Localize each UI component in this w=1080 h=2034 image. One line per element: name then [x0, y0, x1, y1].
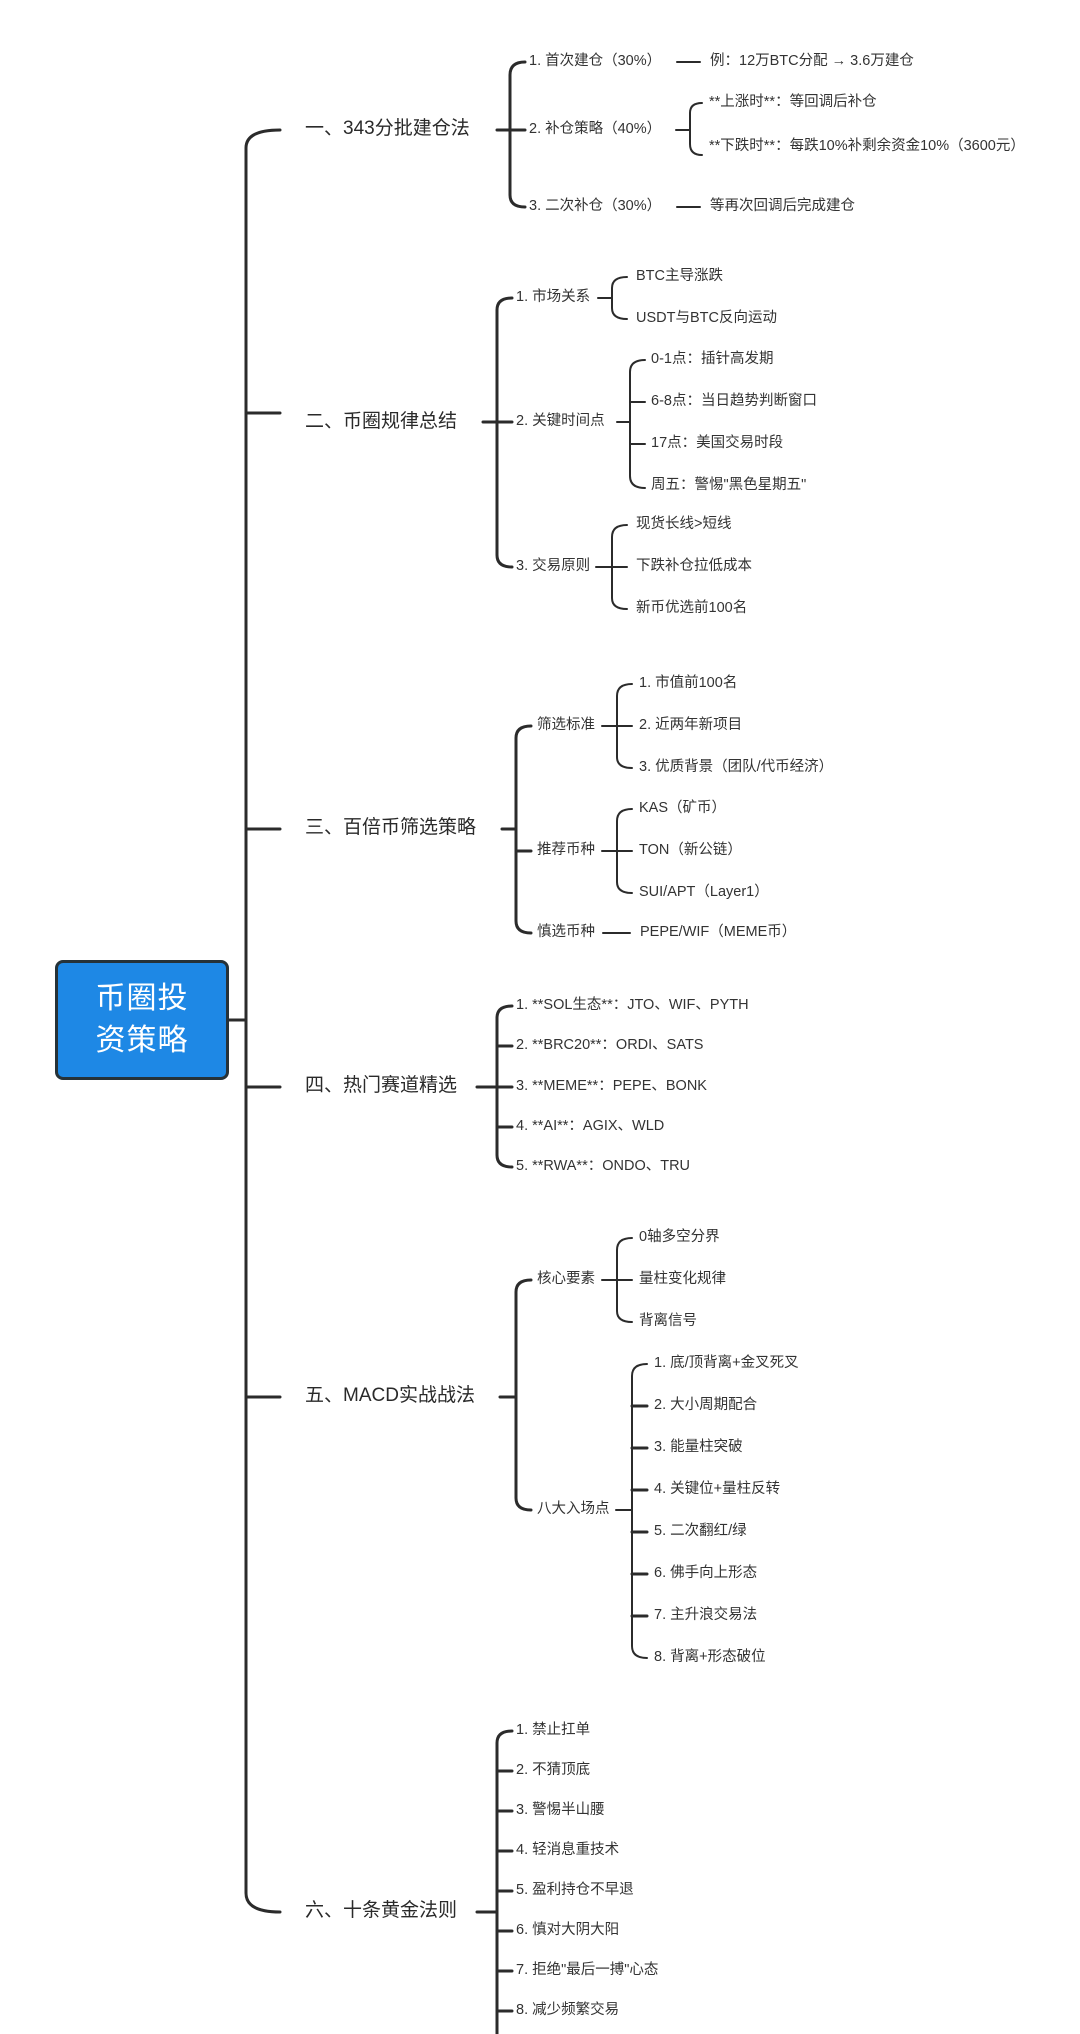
branch-3-child-3-leaf-1[interactable]: PEPE/WIF（MEME币）	[640, 924, 797, 940]
branch-5-child-2-leaf-4[interactable]: 4. 关键位+量柱反转	[654, 1481, 781, 1497]
branch-5-child-2-leaf-6[interactable]: 6. 佛手向上形态	[654, 1565, 758, 1581]
branch-6-child-7[interactable]: 7. 拒绝"最后一搏"心态	[516, 1962, 659, 1978]
branch-3-child-2-leaf-1[interactable]: KAS（矿币）	[639, 800, 727, 816]
branch-2-child-2-leaf-4[interactable]: 周五：警惕"黑色星期五"	[651, 477, 807, 493]
branch-5-child-2[interactable]: 八大入场点	[537, 1501, 610, 1517]
branch-6-child-3[interactable]: 3. 警惕半山腰	[516, 1802, 605, 1818]
branch-1-child-1-leaf-1[interactable]: 例：12万BTC分配 → 3.6万建仓	[710, 53, 914, 69]
branch-5-child-2-leaf-8[interactable]: 8. 背离+形态破位	[654, 1649, 766, 1665]
branch-5-child-1-leaf-1[interactable]: 0轴多空分界	[639, 1229, 720, 1245]
branch-5-child-1-leaf-3[interactable]: 背离信号	[639, 1313, 697, 1329]
branch-3-child-2-leaf-3[interactable]: SUI/APT（Layer1）	[639, 884, 769, 900]
branch-4-label[interactable]: 四、热门赛道精选	[305, 1075, 458, 1096]
branch-2-child-3-leaf-2[interactable]: 下跌补仓拉低成本	[636, 558, 752, 574]
branch-3-label[interactable]: 三、百倍币筛选策略	[305, 817, 477, 838]
branch-2-label[interactable]: 二、币圈规律总结	[305, 411, 458, 432]
branch-3-child-1-leaf-2[interactable]: 2. 近两年新项目	[639, 717, 743, 733]
branch-3-child-1[interactable]: 筛选标准	[537, 717, 595, 733]
branch-6-child-5[interactable]: 5. 盈利持仓不早退	[516, 1882, 634, 1898]
branch-5-child-1[interactable]: 核心要素	[537, 1271, 595, 1287]
branch-6-child-8[interactable]: 8. 减少频繁交易	[516, 2002, 620, 2018]
branch-6-label[interactable]: 六、十条黄金法则	[305, 1900, 458, 1921]
branch-4-child-2[interactable]: 2. **BRC20**：ORDI、SATS	[516, 1037, 704, 1053]
branch-6-child-4[interactable]: 4. 轻消息重技术	[516, 1842, 620, 1858]
branch-6-child-1[interactable]: 1. 禁止扛单	[516, 1722, 591, 1738]
branch-1-child-3-leaf-1[interactable]: 等再次回调后完成建仓	[710, 198, 855, 214]
branch-2-child-3-leaf-1[interactable]: 现货长线>短线	[636, 516, 732, 532]
branch-4-child-5[interactable]: 5. **RWA**：ONDO、TRU	[516, 1158, 691, 1174]
branch-5-child-2-leaf-5[interactable]: 5. 二次翻红/绿	[654, 1523, 747, 1539]
branch-2-child-1-leaf-2[interactable]: USDT与BTC反向运动	[636, 310, 777, 326]
branch-6-child-2[interactable]: 2. 不猜顶底	[516, 1762, 591, 1778]
branch-5-child-1-leaf-2[interactable]: 量柱变化规律	[639, 1271, 726, 1287]
branch-4-child-1[interactable]: 1. **SOL生态**：JTO、WIF、PYTH	[516, 997, 749, 1013]
branch-1-child-1[interactable]: 1. 首次建仓（30%）	[529, 53, 662, 69]
branch-3-child-3[interactable]: 慎选币种	[537, 924, 595, 940]
branch-3-child-2-leaf-2[interactable]: TON（新公链）	[639, 842, 742, 858]
branch-5-child-2-leaf-1[interactable]: 1. 底/顶背离+金叉死叉	[654, 1355, 799, 1371]
branch-1-label[interactable]: 一、343分批建仓法	[305, 118, 470, 139]
branch-5-label[interactable]: 五、MACD实战战法	[305, 1385, 475, 1406]
root-node[interactable]: 币圈投资策略	[55, 960, 229, 1080]
branch-5-child-2-leaf-3[interactable]: 3. 能量柱突破	[654, 1439, 743, 1455]
branch-6-child-6[interactable]: 6. 慎对大阴大阳	[516, 1922, 620, 1938]
branch-2-child-1-leaf-1[interactable]: BTC主导涨跌	[636, 268, 723, 284]
branch-2-child-3-leaf-3[interactable]: 新币优选前100名	[636, 600, 748, 616]
branch-1-child-2-leaf-1[interactable]: **上涨时**：等回调后补仓	[709, 94, 877, 110]
branch-2-child-3[interactable]: 3. 交易原则	[516, 558, 591, 574]
branch-3-child-1-leaf-3[interactable]: 3. 优质背景（团队/代币经济）	[639, 759, 834, 775]
branch-5-child-2-leaf-7[interactable]: 7. 主升浪交易法	[654, 1607, 758, 1623]
branch-3-child-2[interactable]: 推荐币种	[537, 842, 595, 858]
branch-5-child-2-leaf-2[interactable]: 2. 大小周期配合	[654, 1397, 758, 1413]
branch-2-child-2-leaf-1[interactable]: 0-1点：插针高发期	[651, 351, 774, 367]
branch-2-child-2-leaf-3[interactable]: 17点：美国交易时段	[651, 435, 784, 451]
branch-1-child-2-leaf-2[interactable]: **下跌时**：每跌10%补剩余资金10%（3600元）	[709, 138, 1025, 154]
branch-1-child-3[interactable]: 3. 二次补仓（30%）	[529, 198, 662, 214]
branch-2-child-2-leaf-2[interactable]: 6-8点：当日趋势判断窗口	[651, 393, 817, 409]
branch-4-child-3[interactable]: 3. **MEME**：PEPE、BONK	[516, 1078, 707, 1094]
branch-2-child-1[interactable]: 1. 市场关系	[516, 289, 591, 305]
branch-4-child-4[interactable]: 4. **AI**：AGIX、WLD	[516, 1118, 665, 1134]
branch-3-child-1-leaf-1[interactable]: 1. 市值前100名	[639, 675, 738, 691]
branch-2-child-2[interactable]: 2. 关键时间点	[516, 413, 605, 429]
root-label: 币圈投资策略	[95, 982, 189, 1057]
branch-1-child-2[interactable]: 2. 补仓策略（40%）	[529, 121, 662, 137]
